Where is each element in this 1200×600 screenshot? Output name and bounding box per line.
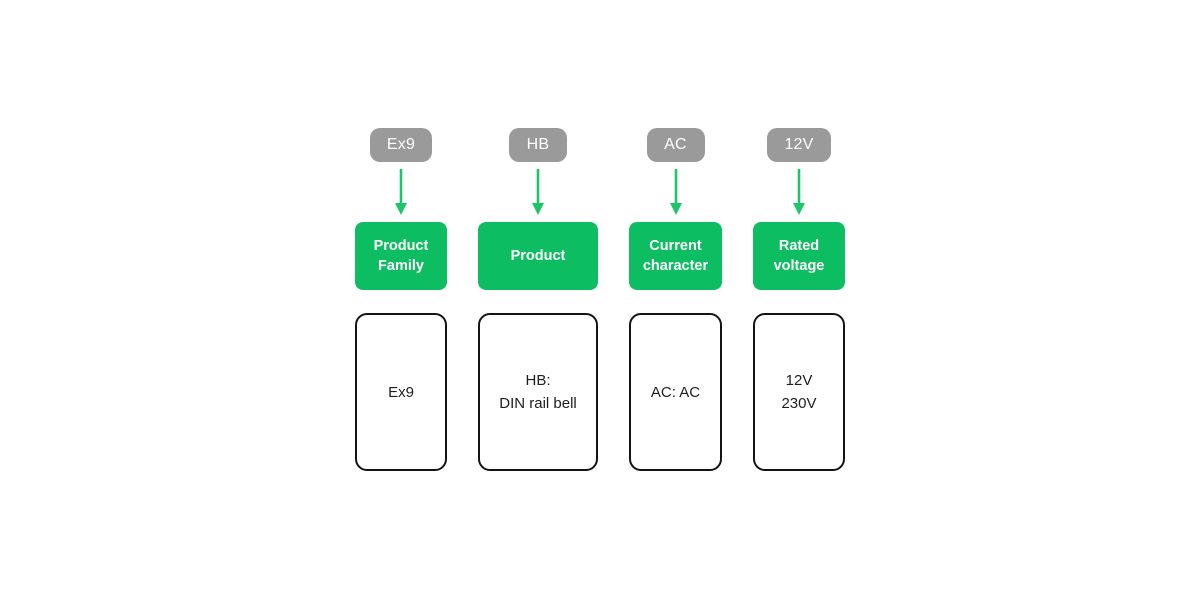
description-box: 12V 230V: [753, 313, 845, 471]
category-label: Rated voltage: [773, 238, 825, 274]
code-badge: HB: [509, 128, 567, 162]
description-text: Ex9: [388, 383, 414, 401]
diagram-column-current-character: AC Current character AC: AC: [629, 128, 722, 471]
category-box: Current character: [629, 222, 722, 290]
description-box: Ex9: [355, 313, 447, 471]
down-arrow-icon: [792, 162, 806, 222]
diagram-column-rated-voltage: 12V Rated voltage 12V 230V: [753, 128, 845, 471]
code-badge: 12V: [767, 128, 831, 162]
diagram-columns: Ex9 Product Family Ex9 HB: [0, 128, 1200, 471]
description-text: AC: AC: [650, 383, 701, 401]
description-box: HB: DIN rail bell: [478, 313, 598, 471]
code-badge: AC: [646, 128, 705, 162]
down-arrow-icon: [669, 162, 683, 222]
category-box: Rated voltage: [753, 222, 845, 290]
description-text: HB: DIN rail bell: [499, 372, 577, 412]
category-box: Product: [478, 222, 598, 290]
diagram-column-product-family: Ex9 Product Family Ex9: [355, 128, 447, 471]
category-box: Product Family: [355, 222, 447, 290]
code-badge-label: AC: [664, 136, 687, 153]
down-arrow-icon: [531, 162, 545, 222]
category-label: Product: [510, 248, 566, 264]
category-label: Current character: [642, 238, 709, 274]
code-badge-label: HB: [526, 136, 550, 153]
category-label: Product Family: [373, 238, 429, 274]
description-text: 12V 230V: [781, 372, 817, 412]
code-badge-label: Ex9: [386, 136, 416, 153]
description-box: AC: AC: [629, 313, 722, 471]
code-badge-label: 12V: [784, 136, 814, 153]
code-badge: Ex9: [369, 128, 433, 162]
diagram-column-product: HB Product HB: DIN rail bell: [478, 128, 598, 471]
down-arrow-icon: [394, 162, 408, 222]
